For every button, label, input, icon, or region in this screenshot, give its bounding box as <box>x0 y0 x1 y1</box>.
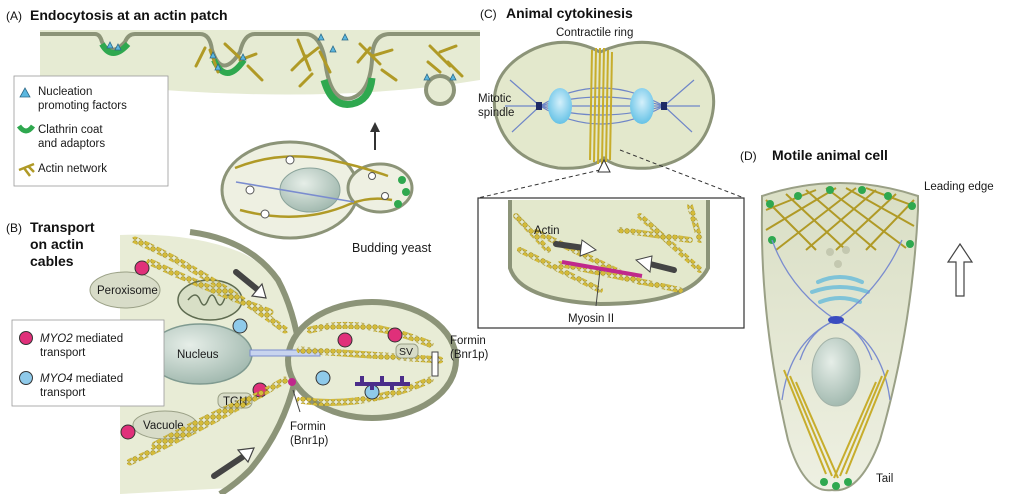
legend-clathrin-line1: Clathrin coat <box>38 124 103 136</box>
panel-c-tag: (C) <box>480 7 497 21</box>
legend-clathrin-line2: and adaptors <box>38 138 105 150</box>
panel-b: (B) Transport on actin cables Nucleus Pe… <box>6 219 489 494</box>
panel-b-title-line3: cables <box>30 253 74 269</box>
panel-d-title: Motile animal cell <box>772 147 888 163</box>
centrosome-left <box>536 102 542 110</box>
migration-arrow-icon <box>948 244 972 296</box>
panel-a-tag: (A) <box>6 9 22 23</box>
legend-actin: Actin network <box>38 163 107 175</box>
myo4-legend-icon <box>20 372 33 385</box>
panel-b-tag: (B) <box>6 221 22 235</box>
budding-yeast-label: Budding yeast <box>352 241 432 255</box>
panel-c-title: Animal cytokinesis <box>506 5 633 21</box>
centrosome-right <box>661 102 667 110</box>
panel-a: (A) Endocytosis at an actin patch <box>6 7 480 255</box>
formin-bud-tip <box>432 352 438 376</box>
actin-label-c: Actin <box>534 225 560 237</box>
arrow-up-head <box>370 122 380 132</box>
leading-edge-label: Leading edge <box>924 181 994 193</box>
sv-label: SV <box>399 346 413 358</box>
myo2-dot-bud-1 <box>338 333 352 347</box>
legend-npf-line1: Nucleation <box>38 86 92 98</box>
formin-right-line1: Formin <box>450 335 486 347</box>
legend-myo2-line1: MYO2 mediated <box>40 333 123 345</box>
myo2-dot-vacuole <box>121 425 135 439</box>
chromosome-left <box>548 88 572 124</box>
panel-b-title-line1: Transport <box>30 219 95 235</box>
formin-bottom-line2: (Bnr1p) <box>290 435 329 447</box>
centrosome-d <box>828 316 844 324</box>
legend-myo2-line2: transport <box>40 347 86 359</box>
spindle-label-line2: spindle <box>478 107 514 119</box>
legend-myo4-line2: transport <box>40 387 86 399</box>
panel-d: (D) Motile animal cell Leading edge Tail <box>740 147 994 490</box>
peroxisome-label: Peroxisome <box>97 285 158 297</box>
tail-label: Tail <box>876 473 893 485</box>
nucleus-label: Nucleus <box>177 349 219 361</box>
myosin-label: Myosin II <box>568 313 614 325</box>
motile-cell <box>762 183 918 490</box>
formin-bottom-line1: Formin <box>290 421 326 433</box>
myo4-dot-mito <box>233 319 247 333</box>
zoom-line-left <box>478 170 600 198</box>
panel-d-tag: (D) <box>740 149 757 163</box>
nucleus-d <box>812 338 860 406</box>
myo2-dot-bud-2 <box>388 328 402 342</box>
budding-yeast-cell <box>222 142 412 238</box>
formin-neck-dot <box>288 378 296 386</box>
actin-arrow-right <box>556 244 584 248</box>
spindle-label-line1: Mitotic <box>478 93 511 105</box>
panel-c: (C) Animal cytokinesis Contractile ring … <box>478 5 744 328</box>
myo4-dot-bud-1 <box>316 371 330 385</box>
formin-right-line2: (Bnr1p) <box>450 349 489 361</box>
myo2-legend-icon <box>20 332 33 345</box>
panel-a-title: Endocytosis at an actin patch <box>30 7 228 23</box>
panel-b-title-line2: on actin <box>30 236 84 252</box>
contractile-ring-label: Contractile ring <box>556 27 633 39</box>
chromosome-right <box>630 88 654 124</box>
legend-myo4-line1: MYO4 mediated <box>40 373 123 385</box>
legend-npf-line2: promoting factors <box>38 100 127 112</box>
